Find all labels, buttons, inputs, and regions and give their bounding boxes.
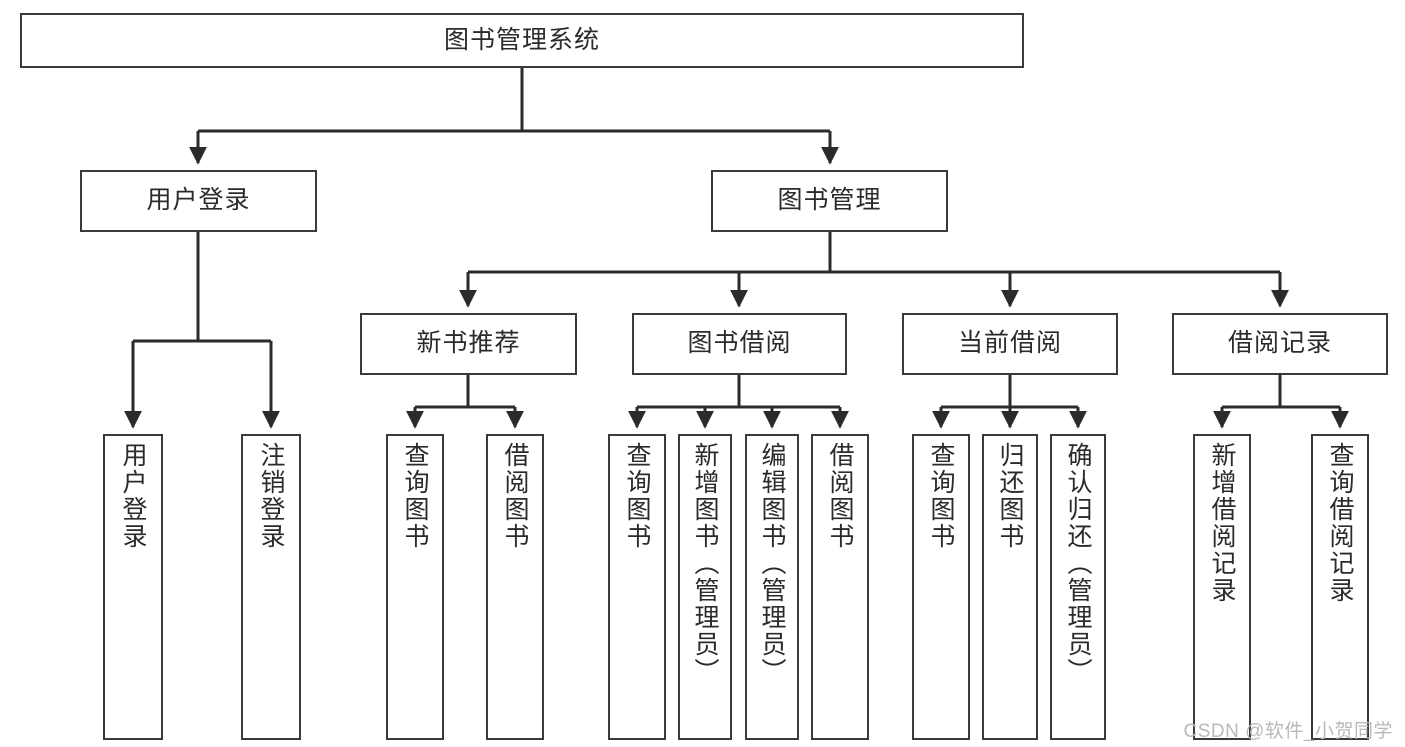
watermark-text: CSDN @软件_小贺同学 (1183, 721, 1393, 742)
node-root-label: 图书管理系统 (443, 25, 600, 54)
node-leaf-user-login[interactable]: 用户登录 (103, 434, 163, 740)
node-user-login-label: 用户登录 (146, 186, 251, 215)
node-leaf-query-book-recommend-label: 查询图书 (401, 442, 429, 550)
node-leaf-query-borrow-record[interactable]: 查询借阅记录 (1311, 434, 1369, 740)
node-leaf-query-book-recommend[interactable]: 查询图书 (386, 434, 444, 740)
node-leaf-query-borrow-record-label: 查询借阅记录 (1326, 442, 1354, 604)
node-leaf-query-book-current-label: 查询图书 (927, 442, 955, 550)
node-leaf-add-book-admin-label: 新增图书（管理员） (691, 442, 719, 685)
node-leaf-query-book-label: 查询图书 (623, 442, 651, 550)
node-leaf-query-book-current[interactable]: 查询图书 (912, 434, 970, 740)
node-leaf-return-book[interactable]: 归还图书 (982, 434, 1038, 740)
node-book-management-label: 图书管理 (777, 186, 882, 215)
node-root-book-management-system[interactable]: 图书管理系统 (20, 13, 1024, 68)
node-leaf-edit-book-admin-label: 编辑图书（管理员） (758, 442, 786, 685)
node-leaf-logout-label: 注销登录 (257, 442, 285, 550)
node-new-book-recommend[interactable]: 新书推荐 (360, 313, 577, 375)
node-leaf-edit-book-admin[interactable]: 编辑图书（管理员） (745, 434, 799, 740)
node-borrow-record-label: 借阅记录 (1227, 329, 1332, 358)
node-leaf-user-login-label: 用户登录 (119, 442, 147, 550)
node-current-borrow[interactable]: 当前借阅 (902, 313, 1118, 375)
node-current-borrow-label: 当前借阅 (957, 329, 1062, 358)
node-leaf-logout[interactable]: 注销登录 (241, 434, 301, 740)
node-leaf-query-book[interactable]: 查询图书 (608, 434, 666, 740)
node-leaf-borrow-book-recommend[interactable]: 借阅图书 (486, 434, 544, 740)
node-borrow-record[interactable]: 借阅记录 (1172, 313, 1388, 375)
node-leaf-confirm-return-admin[interactable]: 确认归还（管理员） (1050, 434, 1106, 740)
node-leaf-confirm-return-admin-label: 确认归还（管理员） (1064, 442, 1092, 685)
node-leaf-borrow-book-recommend-label: 借阅图书 (501, 442, 529, 550)
node-book-borrow-label: 图书借阅 (687, 329, 792, 358)
node-leaf-borrow-book[interactable]: 借阅图书 (811, 434, 869, 740)
node-book-management[interactable]: 图书管理 (711, 170, 948, 232)
node-leaf-return-book-label: 归还图书 (996, 442, 1024, 550)
node-book-borrow[interactable]: 图书借阅 (632, 313, 847, 375)
node-user-login[interactable]: 用户登录 (80, 170, 317, 232)
node-leaf-add-borrow-record-label: 新增借阅记录 (1208, 442, 1236, 604)
node-leaf-borrow-book-label: 借阅图书 (826, 442, 854, 550)
node-leaf-add-borrow-record[interactable]: 新增借阅记录 (1193, 434, 1251, 740)
node-leaf-add-book-admin[interactable]: 新增图书（管理员） (678, 434, 732, 740)
node-new-book-recommend-label: 新书推荐 (416, 329, 521, 358)
